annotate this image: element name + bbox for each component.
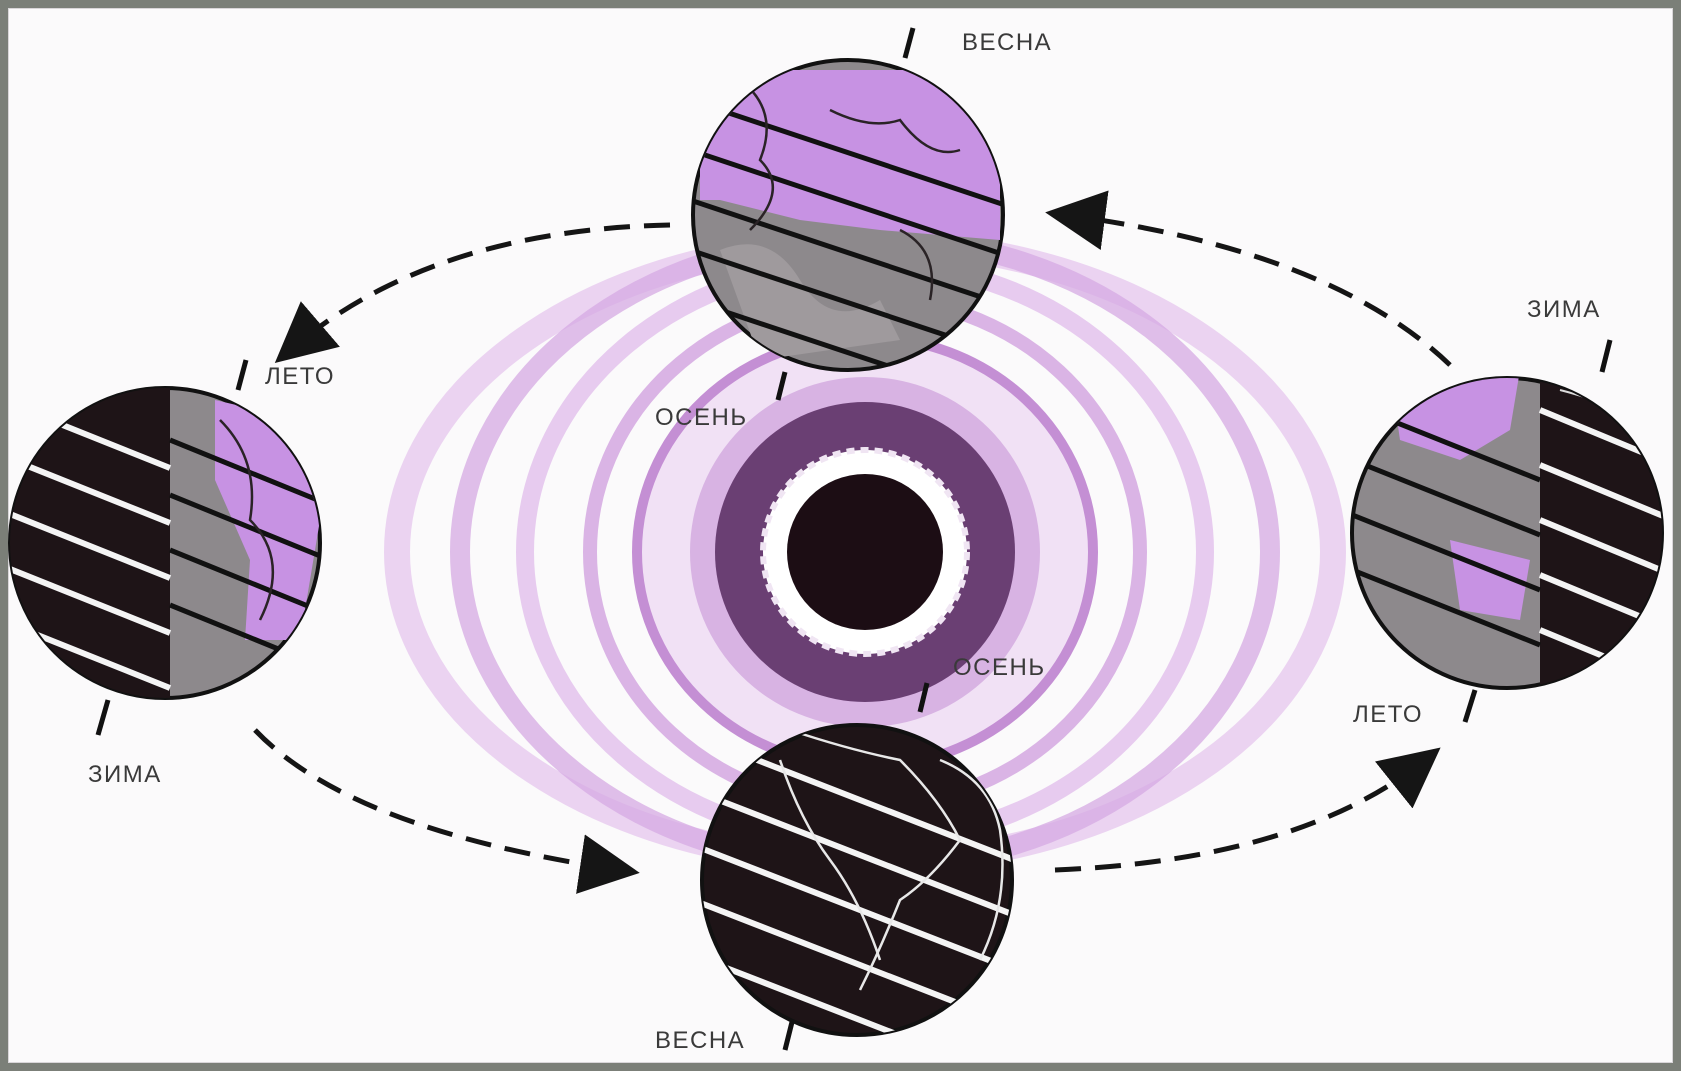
label-top-spring: ВЕСНА <box>962 29 1052 56</box>
earth-globe-icon <box>0 360 330 735</box>
label-left-winter: ЗИМА <box>88 761 162 788</box>
label-bottom-autumn: ОСЕНЬ <box>953 654 1046 681</box>
label-right-summer: ЛЕТО <box>1353 701 1423 728</box>
label-top-autumn: ОСЕНЬ <box>655 404 748 431</box>
earth-globe-icon <box>680 683 1040 1071</box>
label-left-summer: ЛЕТО <box>265 363 335 390</box>
earth-globe-icon <box>660 28 1020 410</box>
label-right-winter: ЗИМА <box>1527 296 1601 323</box>
label-bottom-spring: ВЕСНА <box>655 1027 745 1054</box>
earth-globe-icon <box>1340 340 1681 722</box>
